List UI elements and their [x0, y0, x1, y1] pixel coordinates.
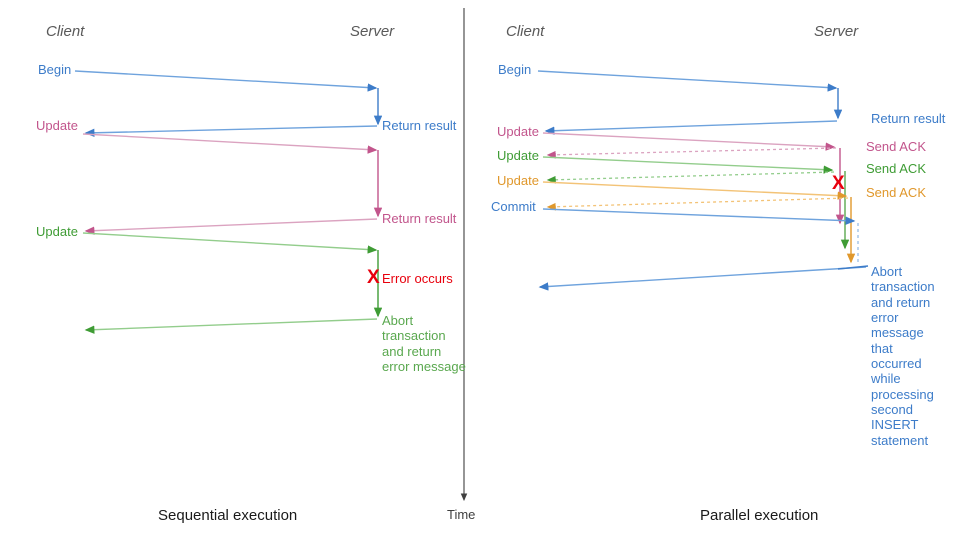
right-client-message-update-3: Update — [497, 173, 539, 188]
right-client-message-update-2: Update — [497, 148, 539, 163]
arrow-abort-return — [84, 318, 378, 334]
left-panel-arrows — [74, 70, 383, 334]
left-server-message-abort: Abort transaction and return error messa… — [382, 313, 466, 374]
right-header-client: Client — [506, 23, 545, 40]
time-axis-label: Time — [447, 507, 476, 522]
right-error-x-icon: X — [832, 173, 845, 194]
right-server-message-return-result: Return result — [871, 111, 946, 126]
right-server-message-ack-3: Send ACK — [866, 185, 926, 200]
left-header-server: Server — [350, 23, 395, 40]
left-header-client: Client — [46, 23, 85, 40]
left-client-message-update-2: Update — [36, 224, 78, 239]
right-client-message-update-1: Update — [497, 124, 539, 139]
right-header-server: Server — [814, 23, 859, 40]
arrow-r-update2-request — [542, 156, 834, 174]
left-server-message-error-occurs: Error occurs — [382, 271, 453, 286]
right-server-message-abort: Abort transaction and return error messa… — [871, 264, 935, 448]
arrow-begin-request — [74, 70, 378, 92]
left-server-message-return-result-1: Return result — [382, 118, 457, 133]
right-client-message-begin: Begin — [498, 62, 532, 77]
arrow-r-abort-return — [538, 266, 867, 291]
arrow-r-ack2-dotted — [546, 171, 835, 184]
right-panel-arrows — [537, 70, 869, 291]
arrow-r-update3-request — [542, 181, 848, 200]
right-caption: Parallel execution — [700, 507, 819, 524]
arrow-r-ack1-dotted — [546, 147, 837, 159]
arrow-r-commit-request — [542, 208, 856, 225]
arrow-return-result-1 — [84, 125, 378, 137]
left-caption: Sequential execution — [158, 507, 298, 524]
arrow-r-update1-request — [542, 132, 836, 151]
right-server-message-ack-1: Send ACK — [866, 139, 926, 154]
right-server-message-ack-2: Send ACK — [866, 161, 926, 176]
left-server-message-return-result-2: Return result — [382, 211, 457, 226]
arrow-update1-request — [82, 133, 378, 154]
left-client-message-update-1: Update — [36, 118, 78, 133]
right-client-message-commit: Commit — [491, 199, 536, 214]
arrow-r-ack3-dotted — [546, 197, 849, 211]
arrow-r-return-result — [544, 120, 838, 135]
left-error-x-icon: X — [367, 267, 380, 288]
arrow-update2-request — [82, 232, 378, 254]
line-r-abort-base — [837, 265, 869, 270]
arrow-r-begin-request — [537, 70, 838, 92]
arrow-return-result-2 — [84, 218, 378, 235]
left-client-message-begin: Begin — [38, 62, 72, 77]
